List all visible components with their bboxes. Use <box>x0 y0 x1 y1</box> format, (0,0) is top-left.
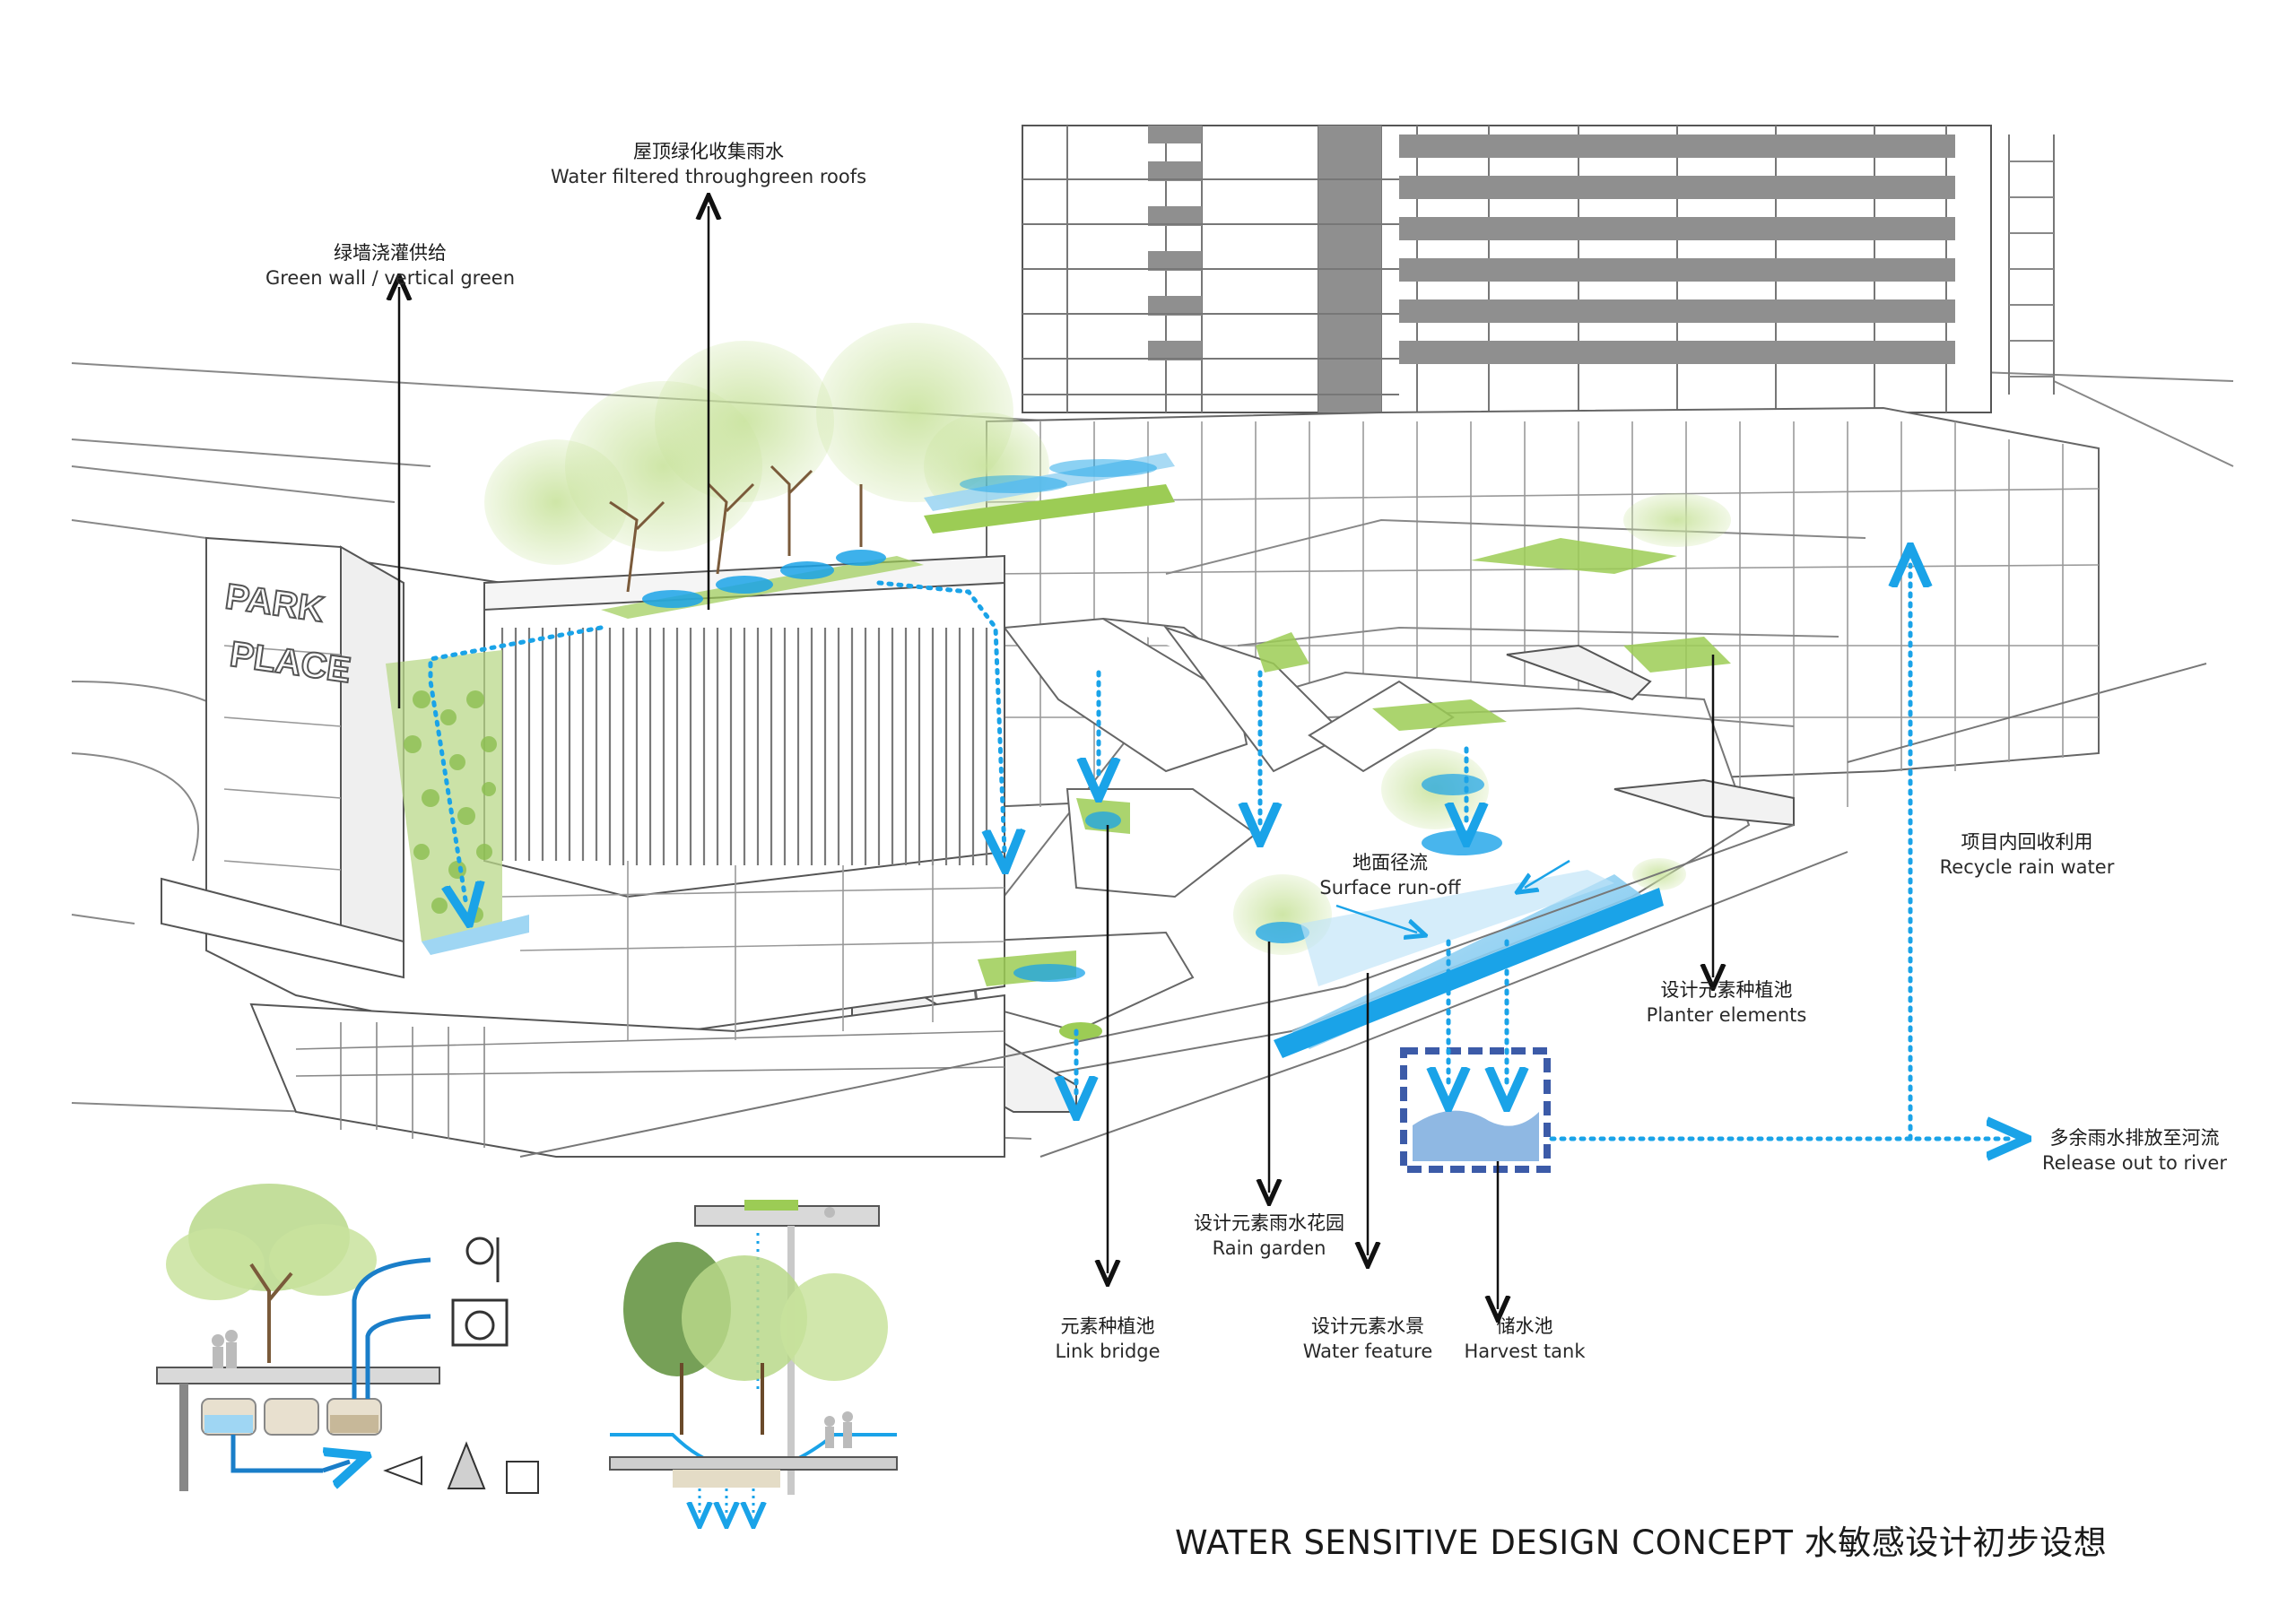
label-recycle: 项目内回收利用 Recycle rain water <box>1892 829 2161 881</box>
label-release: 多余雨水排放至河流 Release out to river <box>2018 1125 2251 1176</box>
office-tower <box>1022 125 2055 413</box>
label-green-roof-en: Water filtered throughgreen roofs <box>550 166 867 188</box>
balcony-planter-strip <box>924 484 1175 534</box>
label-green-wall-en: Green wall / vertical green <box>265 267 516 290</box>
label-rain-garden-en: Rain garden <box>1212 1237 1326 1260</box>
ground-edge <box>519 663 2207 1158</box>
label-link-bridge-en: Link bridge <box>1055 1341 1161 1363</box>
label-surface-runoff-zh: 地面径流 <box>1352 852 1428 873</box>
rain-gardens <box>1013 749 1686 1040</box>
label-water-feature-zh: 设计元素水景 <box>1311 1315 1424 1337</box>
label-green-roof-zh: 屋顶绿化收集雨水 <box>633 141 784 162</box>
label-harvest-tank: 储水池 Harvest tank <box>1435 1314 1614 1365</box>
label-planter-en: Planter elements <box>1646 1004 1807 1027</box>
label-release-en: Release out to river <box>2041 1152 2227 1175</box>
inset-rain-garden-section <box>609 1200 898 1515</box>
label-planter: 设计元素种植池 Planter elements <box>1605 977 1848 1028</box>
green-wall <box>386 650 529 955</box>
inset-harvesting-reuse <box>156 1184 539 1494</box>
label-recycle-zh: 项目内回收利用 <box>1961 831 2093 853</box>
green-roof-water <box>642 459 1157 608</box>
harvest-tank <box>1400 1047 1551 1173</box>
diagram-title: WATER SENSITIVE DESIGN CONCEPT 水敏感设计初步设想 <box>1175 1523 2108 1562</box>
label-harvest-tank-en: Harvest tank <box>1464 1341 1586 1363</box>
label-green-wall: 绿墙浇灌供给 Green wall / vertical green <box>206 240 574 291</box>
label-green-wall-zh: 绿墙浇灌供给 <box>334 242 447 264</box>
label-water-feature-en: Water feature <box>1302 1341 1433 1363</box>
label-rain-garden: 设计元素雨水花园 Rain garden <box>1139 1211 1399 1262</box>
label-link-bridge: 元素种植池 Link bridge <box>1013 1314 1202 1365</box>
label-water-feature: 设计元素水景 Water feature <box>1256 1314 1480 1365</box>
label-rain-garden-zh: 设计元素雨水花园 <box>1194 1212 1344 1234</box>
label-surface-runoff-en: Surface run-off <box>1319 877 1461 899</box>
label-link-bridge-zh: 元素种植池 <box>1060 1315 1155 1337</box>
label-recycle-en: Recycle rain water <box>1939 856 2115 879</box>
surface-runoff-arrows <box>1335 859 1570 933</box>
label-surface-runoff: 地面径流 Surface run-off <box>1274 850 1507 901</box>
label-release-zh: 多余雨水排放至河流 <box>2049 1127 2220 1149</box>
label-green-roof: 屋顶绿化收集雨水 Water filtered throughgreen roo… <box>498 139 919 190</box>
water-feature-pool <box>1274 870 1664 1058</box>
water-flow-paths <box>428 565 2009 1139</box>
label-harvest-tank-zh: 储水池 <box>1496 1315 1553 1337</box>
label-planter-zh: 设计元素种植池 <box>1660 979 1793 1001</box>
leader-lines <box>399 206 1713 1309</box>
